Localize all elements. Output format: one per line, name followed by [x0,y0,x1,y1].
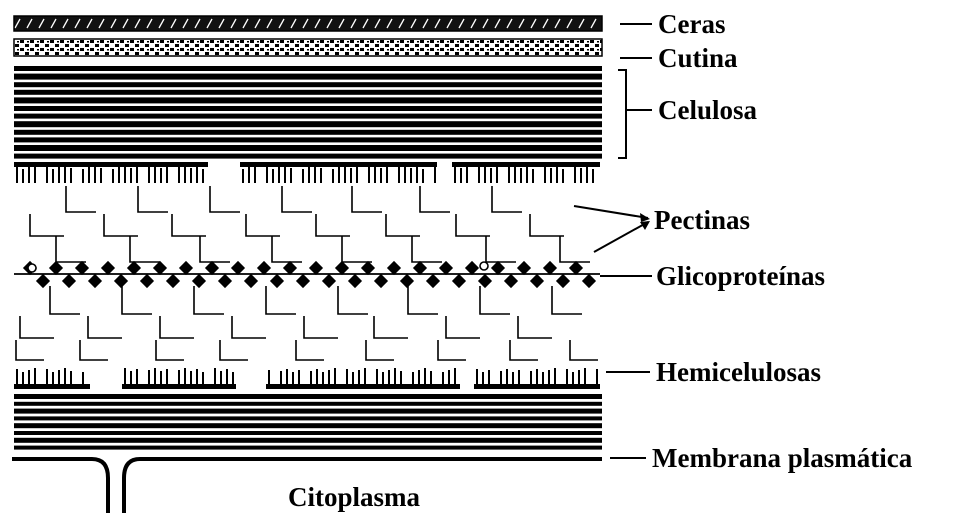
label-glicoproteinas: Glicoproteínas [656,261,825,291]
label-membrana-plasmatica: Membrana plasmática [652,443,913,473]
hemicelulosa-comb-bottom [14,368,600,389]
celulosa-layers [14,66,602,159]
cutina-layer [14,39,602,56]
celulosa-layers-bottom [14,394,602,450]
ceras-layer [14,16,602,31]
leader-lines [574,24,652,458]
label-hemicelulosas: Hemicelulosas [656,357,821,387]
pectin-blocks [16,186,598,360]
hemicelulosa-comb-top [14,162,600,183]
label-pectinas: Pectinas [654,205,750,235]
label-citoplasma: Citoplasma [288,482,421,512]
label-cutina: Cutina [658,43,738,73]
pectin-arrowheads [640,213,650,230]
glycoprotein-chain [14,261,600,288]
label-ceras: Ceras [658,9,725,39]
label-celulosa: Celulosa [658,95,758,125]
